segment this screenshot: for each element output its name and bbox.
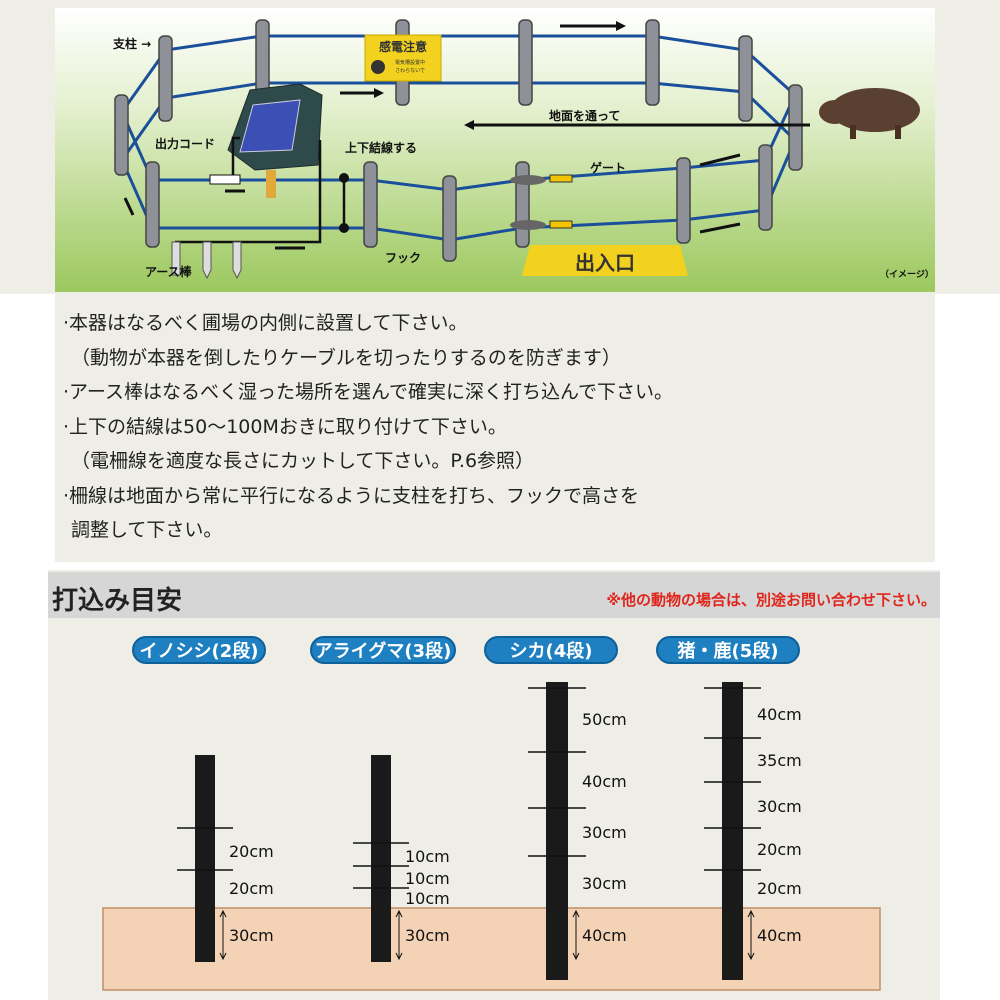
wiring [175,136,346,244]
flow-arrows [123,24,810,250]
section-note: ※他の動物の場合は、別途お問い合わせ下さい。 [606,591,936,609]
label-post: 支柱 → [112,36,151,51]
note-item: ·アース棒はなるべく湿った場所を選んで確実に深く打ち込んで下さい。 [63,381,674,403]
note-item: ·本器はなるべく圃場の内側に設置して下さい。 [63,312,468,334]
spacing-label: 10cm [405,869,450,888]
svg-text:さわらないで: さわらないで [395,67,425,74]
label-output-cord: 出力コード [155,136,215,151]
section-header: 打込み目安 ※他の動物の場合は、別途お問い合わせ下さい。 [48,572,940,618]
svg-text:感電注意: 感電注意 [379,39,427,54]
depth-arrow-heads [395,909,403,961]
post [195,755,215,962]
animal-pill-raccoon: アライグマ(3段) [310,636,456,664]
output-connector [209,174,241,185]
label-ground: 地面を通って [549,108,620,123]
note-item: ·柵線は地面から常に平行になるように支柱を打ち、フックで高さを [63,484,640,507]
depth-label: 30cm [229,926,274,945]
section-title: 打込み目安 [52,586,183,616]
spacing-label: 30cm [582,823,627,842]
spacing-label: 40cm [757,705,802,724]
note-item: （動物が本器を倒したりケーブルを切ったりするのを防ぎます） [71,346,621,369]
spacing-label: 30cm [582,874,627,893]
post [371,755,391,962]
label-image-note: （イメージ） [880,269,934,280]
animal-pill-boar: イノシシ(2段) [132,636,266,664]
label-entrance: 出入口 [575,251,635,275]
svg-text:電気柵設置中: 電気柵設置中 [395,59,425,66]
post [722,682,743,980]
spacing-label: 20cm [757,879,802,898]
spacing-label: 30cm [757,797,802,816]
gate-handle [510,220,546,230]
depth-arrow-heads [219,909,227,961]
spacing-label: 35cm [757,751,802,770]
spacing-label: 10cm [405,847,450,866]
fence-illustration: 感電注意 電気柵設置中 さわらないで 支柱 → 出力コード 上下結線する ゲート… [0,0,1000,294]
entrance-area [522,245,688,276]
spacing-label: 10cm [405,889,450,908]
energizer-unit [227,83,323,198]
spacing-label: 20cm [229,879,274,898]
depth-label: 40cm [757,926,802,945]
spacing-label: 20cm [757,840,802,859]
gate-handle [510,175,546,185]
note-item: （電柵線を適度な長さにカットして下さい。P.6参照） [71,450,535,472]
animal-pill-boar-deer: 猪・鹿(5段) [656,636,800,664]
post [546,682,568,980]
arrow-heads [374,21,626,130]
earth-rods [171,241,242,280]
depth-arrow-heads [747,909,755,961]
depth-arrow-heads [572,909,580,961]
spacing-label: 20cm [229,842,274,861]
spacing-label: 40cm [582,772,627,791]
animal-pill-deer: シカ(4段) [484,636,618,664]
warning-sign: 感電注意 電気柵設置中 さわらないで [364,34,442,82]
label-gate: ゲート [590,160,626,175]
depth-label: 40cm [582,926,627,945]
label-earth-rod: アース棒 [145,264,193,279]
note-item: 調整して下さい。 [71,519,223,541]
depth-label: 30cm [405,926,450,945]
ground-area [102,907,881,991]
spacing-label: 50cm [582,710,627,729]
label-hook: フック [385,251,421,265]
boar-icon [819,88,920,139]
installation-notes: ·本器はなるべく圃場の内側に設置して下さい。 （動物が本器を倒したりケーブルを切… [55,294,935,562]
label-tie: 上下結線する [345,140,417,155]
note-item: ·上下の結線は50〜100Mおきに取り付けて下さい。 [63,415,507,438]
